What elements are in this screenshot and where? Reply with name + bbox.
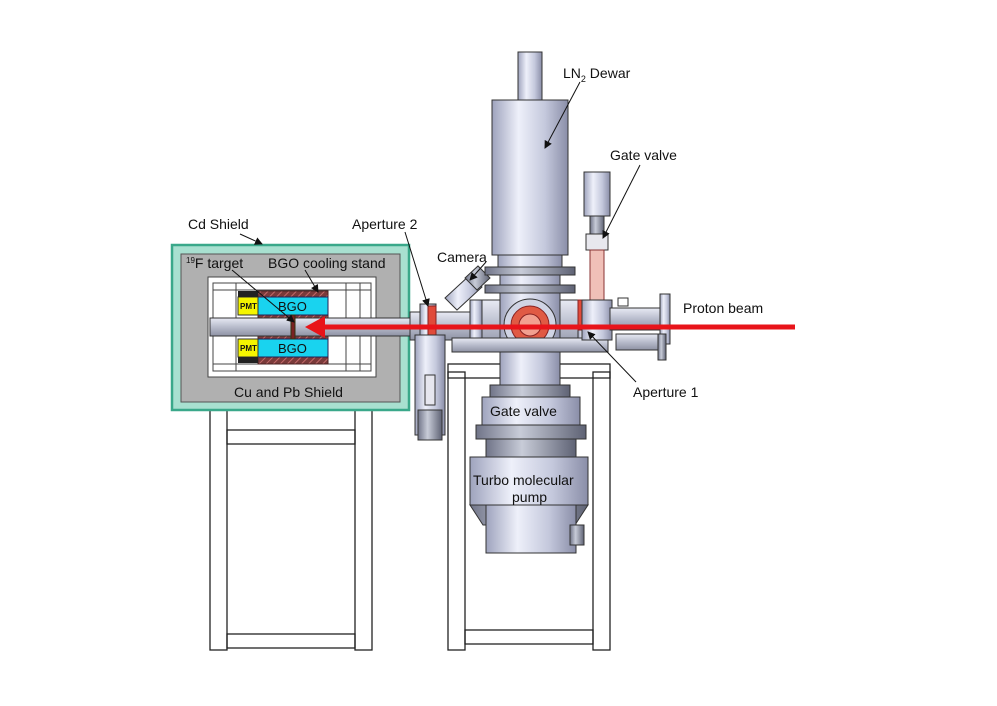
leader-lines	[231, 81, 641, 383]
gate-valve-bottom-label: Gate valve	[490, 403, 557, 419]
vacuum-chamber	[451, 51, 609, 398]
cd-shield-label: Cd Shield	[188, 216, 249, 232]
left-support-stand	[209, 409, 373, 651]
turbo-molecular-pump	[469, 438, 589, 554]
ln2-dewar	[491, 99, 569, 256]
turbo-pump-label-line2: pump	[512, 489, 547, 505]
bgo-top-label: BGO	[278, 299, 307, 314]
camera-label: Camera	[437, 249, 487, 265]
aperture-2-label: Aperture 2	[352, 216, 418, 232]
pmt-top-label: PMT	[240, 302, 257, 311]
pmt-bottom-label: PMT	[240, 344, 257, 353]
proton-beam-label: Proton beam	[683, 300, 763, 316]
f19-target-label: 19F target	[186, 255, 243, 271]
bgo-cooling-stand-label: BGO cooling stand	[268, 255, 386, 271]
gate-valve-top	[581, 171, 613, 341]
aperture-1-label: Aperture 1	[633, 384, 699, 400]
bgo-bottom-label: BGO	[278, 341, 307, 356]
aperture-2-section	[409, 265, 491, 441]
turbo-pump-label-line1: Turbo molecular	[473, 472, 574, 488]
cu-pb-shield-label: Cu and Pb Shield	[234, 384, 343, 400]
ln2-dewar-label: LN2 Dewar	[563, 65, 631, 84]
dewar-neck	[517, 51, 543, 101]
gate-valve-bottom	[475, 396, 587, 440]
f19-target	[290, 314, 296, 340]
proton-beam-arrow	[305, 316, 795, 338]
gate-valve-top-label: Gate valve	[610, 147, 677, 163]
